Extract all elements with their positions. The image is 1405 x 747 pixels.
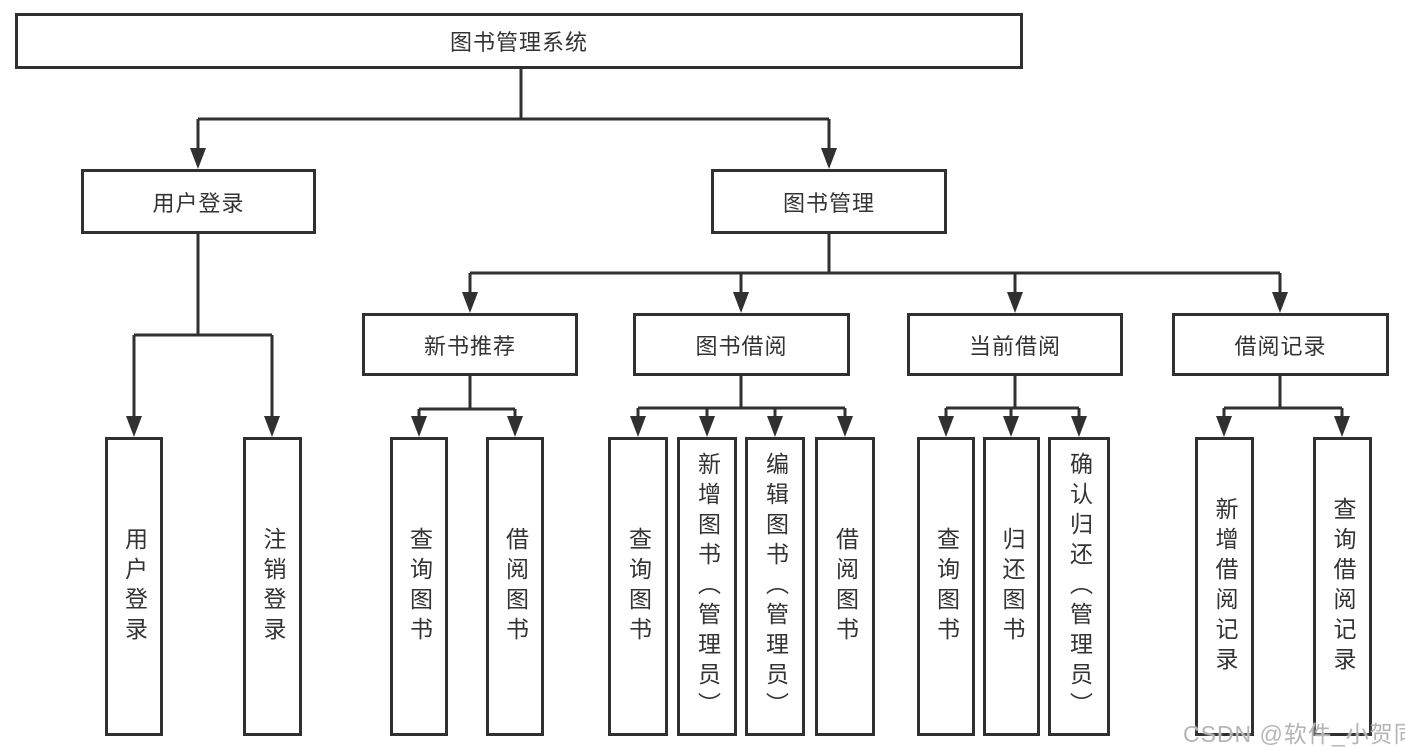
node-label: 图书管理 [782,190,875,216]
leaf-label: 确认归还（管理员） [1066,451,1093,722]
leaf-borrow-books: 借阅图书 [815,437,875,736]
leaf-label: 查询图书 [406,526,433,647]
leaf-logout: 注销登录 [243,437,302,736]
leaf-label: 注销登录 [260,526,286,647]
leaf-label: 查询借阅记录 [1330,496,1356,677]
leaf-label: 借阅图书 [832,526,859,647]
node-library-system: 图书管理系统 [15,13,1023,69]
leaf-add-book-admin: 新增图书（管理员） [677,437,737,736]
leaf-label: 新增借阅记录 [1212,496,1238,677]
node-label: 借阅记录 [1234,333,1327,359]
leaf-confirm-return-admin: 确认归还（管理员） [1048,437,1110,736]
node-borrow-records: 借阅记录 [1172,313,1389,376]
node-label: 新书推荐 [423,333,516,359]
leaf-query-books-current: 查询图书 [917,437,975,736]
csdn-watermark: CSDN @软件_小贺同学 [1183,721,1405,747]
leaf-user-login: 用户登录 [105,437,163,736]
leaf-label: 查询图书 [933,526,960,647]
node-book-management: 图书管理 [711,169,947,234]
leaf-query-borrow-record: 查询借阅记录 [1313,437,1372,736]
node-new-book-recommend: 新书推荐 [362,313,578,376]
node-label: 用户登录 [152,190,245,216]
leaf-label: 借阅图书 [502,526,529,647]
leaf-label: 归还图书 [999,526,1025,647]
leaf-label: 用户登录 [121,526,148,647]
leaf-label: 编辑图书（管理员） [762,451,789,722]
leaf-return-books: 归还图书 [983,437,1040,736]
node-label: 图书借阅 [695,333,788,359]
leaf-add-borrow-record: 新增借阅记录 [1195,437,1254,736]
leaf-label: 查询图书 [625,526,652,647]
node-label: 当前借阅 [968,333,1061,359]
leaf-query-books-borrow: 查询图书 [608,437,668,736]
leaf-query-books-recommend: 查询图书 [390,437,448,736]
node-current-borrow: 当前借阅 [907,313,1123,376]
node-label: 图书管理系统 [449,30,588,55]
node-book-borrow: 图书借阅 [633,313,850,376]
node-user-login: 用户登录 [81,169,316,234]
leaf-borrow-books-recommend: 借阅图书 [486,437,544,736]
leaf-label: 新增图书（管理员） [694,451,721,722]
leaf-edit-book-admin: 编辑图书（管理员） [745,437,805,736]
